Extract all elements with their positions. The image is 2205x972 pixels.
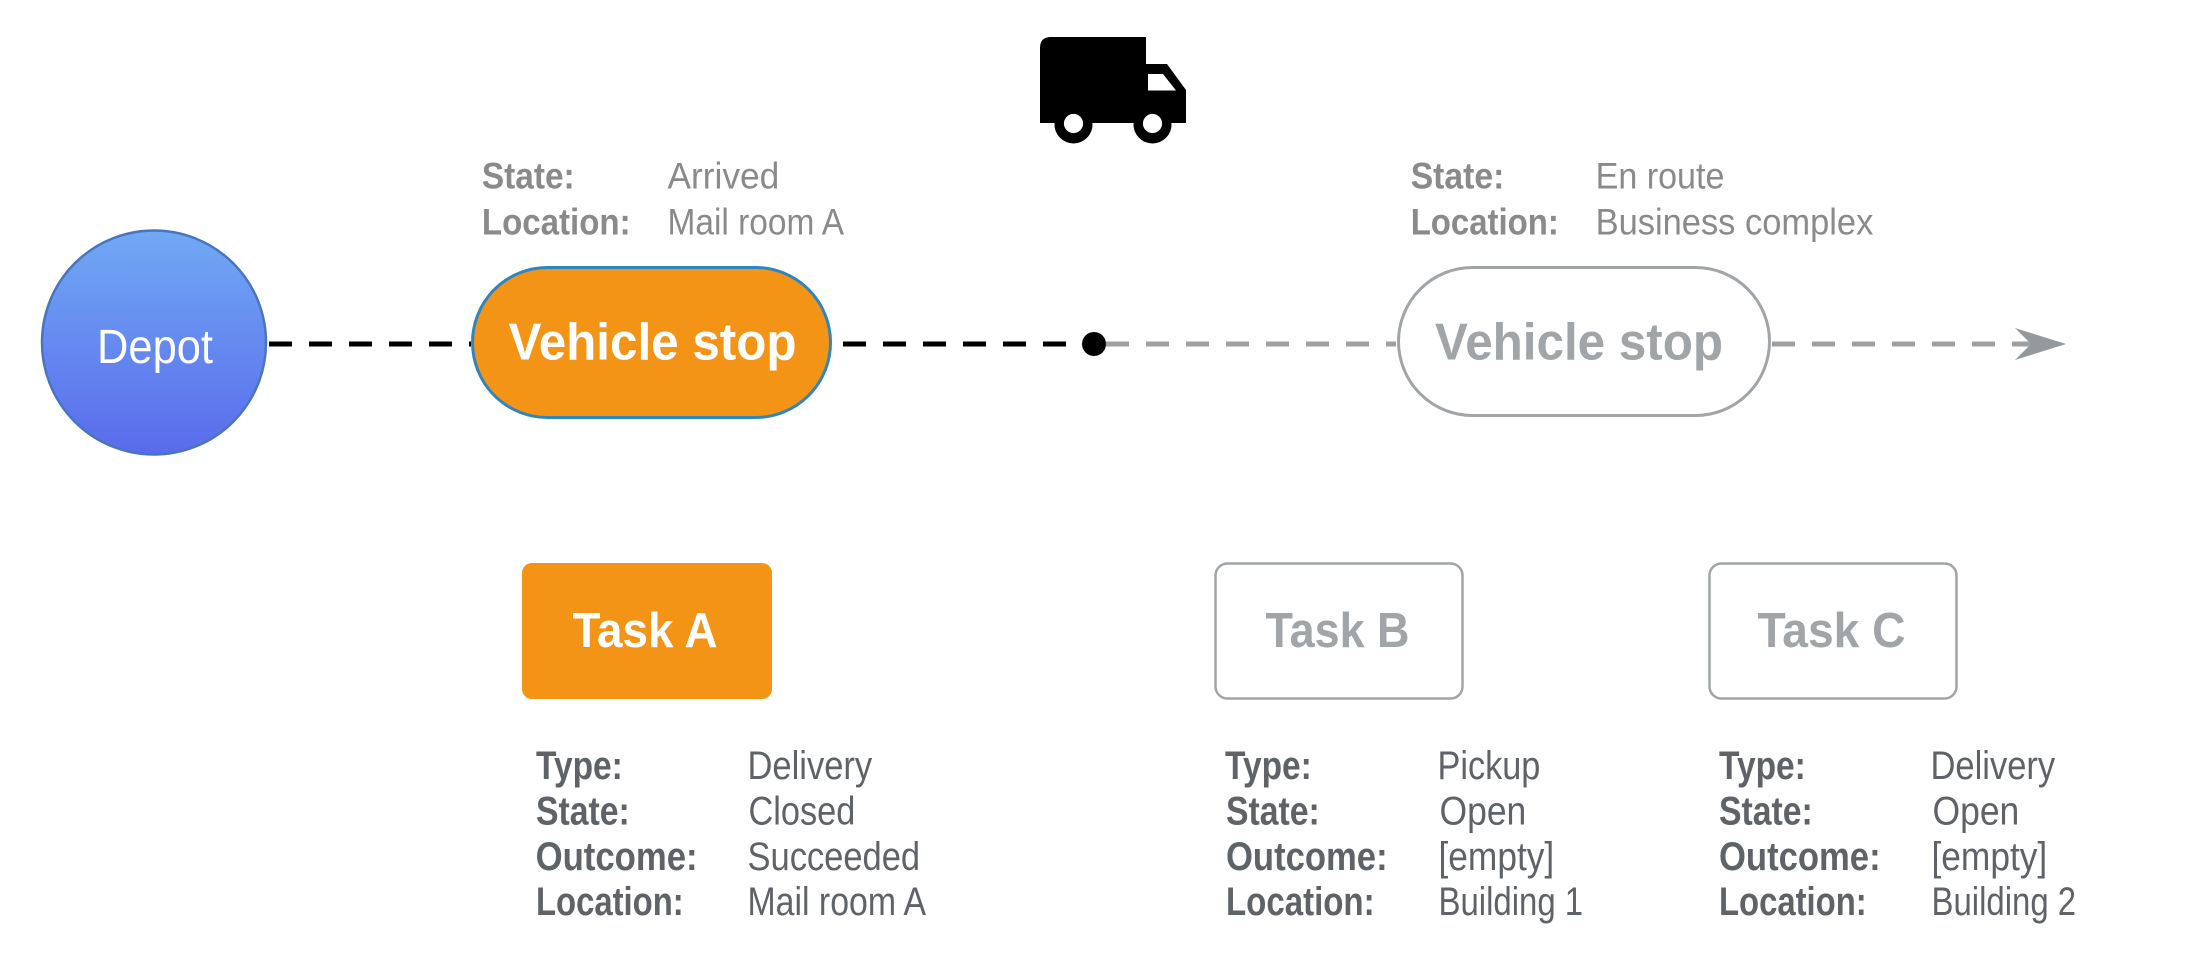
svg-text:Task A: Task A [573,604,718,658]
svg-text:Succeeded: Succeeded [748,835,921,879]
svg-text:Task B: Task B [1266,604,1410,658]
svg-text:Task C: Task C [1758,604,1906,658]
svg-text:[empty]: [empty] [1932,835,2048,879]
svg-text:Type:: Type: [1225,744,1312,788]
svg-text:Delivery: Delivery [1931,744,2056,788]
svg-text:Outcome:: Outcome: [1226,835,1388,879]
svg-text:State:: State: [1411,156,1505,197]
svg-text:Mail room A: Mail room A [668,202,845,243]
svg-text:Arrived: Arrived [668,156,780,197]
svg-text:Location:: Location: [1411,202,1559,243]
svg-text:Building 2: Building 2 [1932,880,2077,924]
svg-text:Business complex: Business complex [1596,202,1874,243]
svg-text:Vehicle stop: Vehicle stop [1435,314,1723,372]
svg-text:State:: State: [536,789,630,833]
svg-text:Open: Open [1440,789,1527,833]
svg-text:Open: Open [1933,789,2020,833]
svg-text:Type:: Type: [536,744,623,788]
svg-text:Outcome:: Outcome: [1719,835,1881,879]
svg-text:Pickup: Pickup [1438,744,1541,788]
svg-text:State:: State: [1226,789,1320,833]
svg-text:Location:: Location: [1719,880,1867,924]
svg-text:Outcome:: Outcome: [536,835,698,879]
svg-text:Closed: Closed [749,789,856,833]
svg-text:Type:: Type: [1719,744,1806,788]
svg-text:[empty]: [empty] [1439,835,1555,879]
svg-text:Depot: Depot [97,321,213,374]
svg-text:Vehicle stop: Vehicle stop [509,314,797,372]
svg-text:En route: En route [1596,156,1725,197]
svg-text:Location:: Location: [482,202,631,243]
svg-text:State:: State: [482,156,575,197]
svg-text:Location:: Location: [536,880,684,924]
svg-text:Building 1: Building 1 [1439,880,1584,924]
svg-text:Delivery: Delivery [748,744,873,788]
svg-text:Location:: Location: [1226,880,1375,924]
svg-text:State:: State: [1719,789,1813,833]
svg-text:Mail room A: Mail room A [748,880,927,924]
